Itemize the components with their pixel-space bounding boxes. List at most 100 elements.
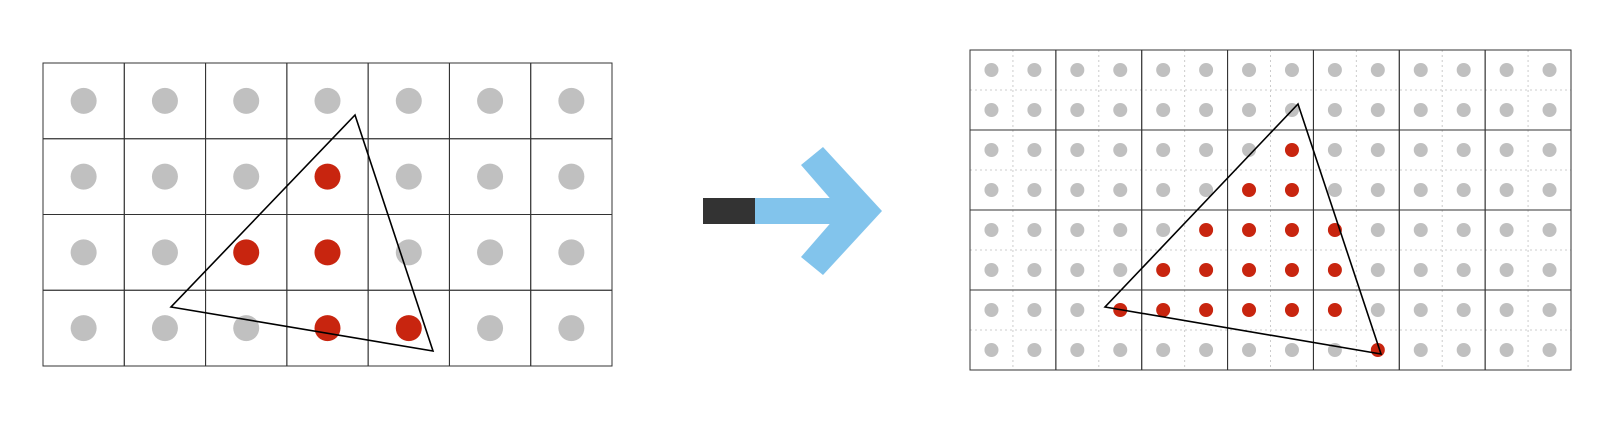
right-sample [1070,263,1085,277]
right-sample [1070,303,1085,317]
right-sample [1456,63,1471,77]
left-sample-covered [314,163,341,190]
left-sample-covered [314,315,341,342]
right-sample [1370,263,1385,277]
right-sample [1542,263,1557,277]
right-sample [1113,103,1128,117]
right-sample [1156,223,1171,237]
right-sample [1199,343,1214,357]
right-sample [1413,143,1428,157]
right-sample [1113,343,1128,357]
right-sample [1542,303,1557,317]
left-sample [477,239,504,266]
right-sample [1156,63,1171,77]
left-sample [558,315,585,342]
right-sample [1542,143,1557,157]
right-sample [984,263,999,277]
right-pixel-cell [1484,289,1572,371]
left-sample [477,87,504,114]
right-sample-covered [1199,223,1214,237]
right-sample [1413,343,1428,357]
right-sample [1199,103,1214,117]
right-sample [1499,183,1514,197]
arrow-head [801,147,882,275]
right-sample [984,63,999,77]
right-sample [1242,343,1257,357]
left-sample [233,163,260,190]
right-sample [1499,303,1514,317]
right-sample [984,143,999,157]
right-sample [1542,183,1557,197]
right-sample [1370,183,1385,197]
right-sample [1027,183,1042,197]
right-sample-covered [1199,303,1214,317]
left-sample [477,163,504,190]
supersample-grid [969,49,1572,371]
right-sample-covered [1284,223,1299,237]
right-sample [1499,263,1514,277]
right-arrow-icon [703,147,882,275]
right-sample [1499,63,1514,77]
right-sample [1156,143,1171,157]
right-triangle [1103,102,1383,356]
right-sample-covered [1242,303,1257,317]
right-sample [984,183,999,197]
right-sample-covered [1156,263,1171,277]
left-sample [70,315,97,342]
right-sample-covered [1327,303,1342,317]
right-sample [1542,343,1557,357]
right-sample [1113,183,1128,197]
left-sample [151,87,178,114]
right-sample [1456,303,1471,317]
left-sample [395,163,422,190]
right-sample [1456,263,1471,277]
single-sample-grid [42,62,613,367]
right-sample [1456,143,1471,157]
left-sample-covered [233,239,260,266]
right-sample [1156,183,1171,197]
left-sample [395,87,422,114]
right-sample [1027,63,1042,77]
left-triangle [169,113,435,353]
right-sample [1242,143,1257,157]
right-sample [1070,183,1085,197]
right-sample [1027,303,1042,317]
right-sample [1327,183,1342,197]
right-sample [1370,143,1385,157]
right-sample [1413,103,1428,117]
right-sample [1542,103,1557,117]
right-sample [1070,223,1085,237]
right-sample [1542,223,1557,237]
right-sample [1027,343,1042,357]
right-sample [1113,263,1128,277]
right-sample [1284,63,1299,77]
right-sample [1070,343,1085,357]
right-sample [1499,143,1514,157]
right-sample [1456,183,1471,197]
right-sample [1370,303,1385,317]
left-pixel-cell [530,289,613,367]
right-sample [1413,263,1428,277]
right-sample [1156,103,1171,117]
right-sample-covered [1284,143,1299,157]
right-sample [1027,223,1042,237]
right-sample [1413,303,1428,317]
right-sample [1456,103,1471,117]
right-sample [1027,143,1042,157]
right-sample-covered [1242,223,1257,237]
right-sample [1542,63,1557,77]
right-sample [984,343,999,357]
left-sample [151,163,178,190]
right-sample [1242,63,1257,77]
left-sample [477,315,504,342]
right-sample [1070,143,1085,157]
right-sample [1370,63,1385,77]
right-sample-covered [1242,183,1257,197]
right-sample-covered [1327,263,1342,277]
left-sample [151,315,178,342]
left-sample [233,315,260,342]
right-sample [1070,103,1085,117]
right-sample-covered [1284,303,1299,317]
